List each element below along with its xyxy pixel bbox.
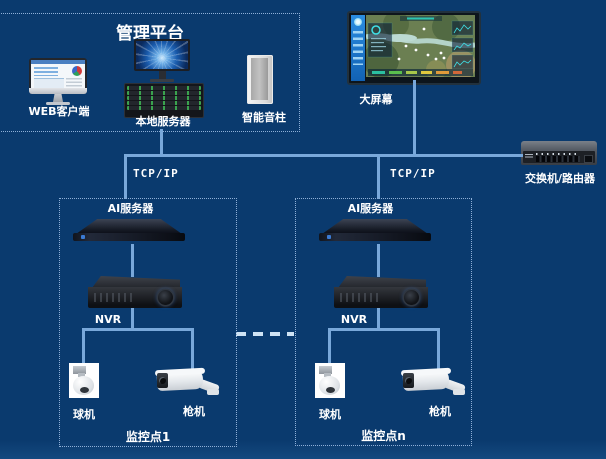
gis-sidebar xyxy=(351,15,365,81)
bullet-camera-icon xyxy=(154,367,223,397)
ai-server-led xyxy=(327,235,331,239)
tcp-ip-label-left: TCP/IP xyxy=(133,167,179,180)
nvr-top xyxy=(338,276,426,288)
bullet-lens-glass xyxy=(159,377,166,384)
bullet-foot xyxy=(453,389,465,395)
connector-ai-to-nvr xyxy=(377,244,380,277)
drive-bay-row xyxy=(127,106,201,110)
monitoring-point-1-box: AI服务器 NVR xyxy=(59,198,237,447)
monitor-base xyxy=(46,102,70,105)
web-client-icon xyxy=(29,58,87,106)
monitor-stand xyxy=(53,94,63,102)
dome-camera-label: 球机 xyxy=(319,408,341,421)
tcp-ip-label-right: TCP/IP xyxy=(390,167,436,180)
dome-neck xyxy=(324,373,331,377)
bullet-camera-label: 枪机 xyxy=(183,405,205,418)
ai-server-led xyxy=(81,235,85,239)
connector-nvr-down xyxy=(131,308,134,329)
speaker-label: 智能音柱 xyxy=(242,111,286,124)
dome-mount xyxy=(319,366,332,374)
bullet-foot xyxy=(207,389,219,395)
nvr-label: NVR xyxy=(340,313,368,326)
connector-server-to-bus xyxy=(160,129,163,156)
dome-mount xyxy=(73,366,86,374)
line-chart-area xyxy=(34,78,64,88)
connector-to-dome xyxy=(328,328,331,364)
connector-to-dome xyxy=(82,328,85,364)
connector-bus-line xyxy=(124,154,523,157)
switch-sfp-port xyxy=(584,155,593,163)
ai-server-top xyxy=(76,219,182,234)
dome-camera-icon xyxy=(69,363,99,398)
dashboard-list xyxy=(66,78,82,87)
ai-server-front xyxy=(319,233,431,241)
drive-bay-row xyxy=(127,101,201,105)
connector-bus-to-point2 xyxy=(377,154,380,199)
nvr-jog-dial xyxy=(158,290,173,305)
monitoring-point-name: 监控点n xyxy=(361,429,406,443)
connector-point1-point2-dashed xyxy=(236,332,294,336)
nvr-top xyxy=(92,276,180,288)
local-server-monitor-screen xyxy=(136,41,188,69)
connector-bus-to-point1 xyxy=(124,154,127,199)
drive-bay-row xyxy=(127,86,201,90)
ai-server-icon xyxy=(73,219,185,243)
speaker-mesh xyxy=(251,58,268,100)
web-client-monitor-bezel xyxy=(29,58,87,94)
monitor-base xyxy=(150,79,174,82)
pie-chart-icon xyxy=(72,66,82,76)
dome-camera-label: 球机 xyxy=(73,408,95,421)
monitor-chin xyxy=(29,88,87,94)
ai-server-front xyxy=(73,233,185,241)
gis-menu-items xyxy=(353,31,363,65)
dashboard-header-bar xyxy=(31,60,85,64)
dashboard-stat-rows xyxy=(34,67,58,76)
local-server-rack-icon xyxy=(124,83,204,118)
management-platform-box xyxy=(0,13,300,132)
connector-nvr-down xyxy=(377,308,380,329)
nvr-icon xyxy=(334,276,428,308)
ai-server-label: AI服务器 xyxy=(107,202,154,215)
big-screen-icon xyxy=(347,11,481,85)
connector-to-bullet xyxy=(437,328,440,369)
ai-server-top xyxy=(322,219,428,234)
nvr-icon xyxy=(88,276,182,308)
ai-server-icon xyxy=(319,219,431,243)
dome-camera-icon xyxy=(315,363,345,398)
monitor-neck xyxy=(159,71,166,79)
dome-lens xyxy=(80,387,89,393)
nvr-buttons xyxy=(94,293,136,302)
ai-server-label: AI服务器 xyxy=(347,202,394,215)
switch-port-leds xyxy=(536,153,580,155)
nvr-jog-dial xyxy=(404,290,419,305)
big-screen-label: 大屏幕 xyxy=(359,93,393,106)
switch-router-icon xyxy=(521,141,597,165)
connector-to-bullet xyxy=(191,328,194,369)
switch-router-label: 交换机/路由器 xyxy=(524,172,596,185)
bullet-camera-label: 枪机 xyxy=(429,405,451,418)
gis-map xyxy=(366,15,475,77)
connector-camera-branch xyxy=(82,328,194,331)
connector-screen-to-bus xyxy=(413,80,416,156)
monitoring-point-n-box: AI服务器 NVR xyxy=(295,198,472,446)
drive-bay-row xyxy=(127,91,201,95)
web-client-label: WEB客户端 xyxy=(28,105,90,118)
switch-brand-mark xyxy=(525,154,533,158)
speaker-column-icon xyxy=(247,55,273,104)
gis-logo-icon xyxy=(354,18,362,26)
connector-ai-to-nvr xyxy=(131,244,134,277)
dome-neck xyxy=(78,373,85,377)
monitoring-point-name: 监控点1 xyxy=(125,430,171,444)
nvr-buttons xyxy=(340,293,382,302)
bullet-lens-glass xyxy=(405,377,412,384)
drive-bay-row xyxy=(127,96,201,100)
nvr-label: NVR xyxy=(94,313,122,326)
web-client-screen xyxy=(31,60,85,88)
switch-ports xyxy=(536,156,580,162)
dome-lens xyxy=(326,387,335,393)
local-server-monitor-icon xyxy=(134,39,190,71)
bullet-camera-icon xyxy=(400,367,469,397)
connector-camera-branch xyxy=(328,328,440,331)
local-server-label: 本地服务器 xyxy=(135,115,191,128)
